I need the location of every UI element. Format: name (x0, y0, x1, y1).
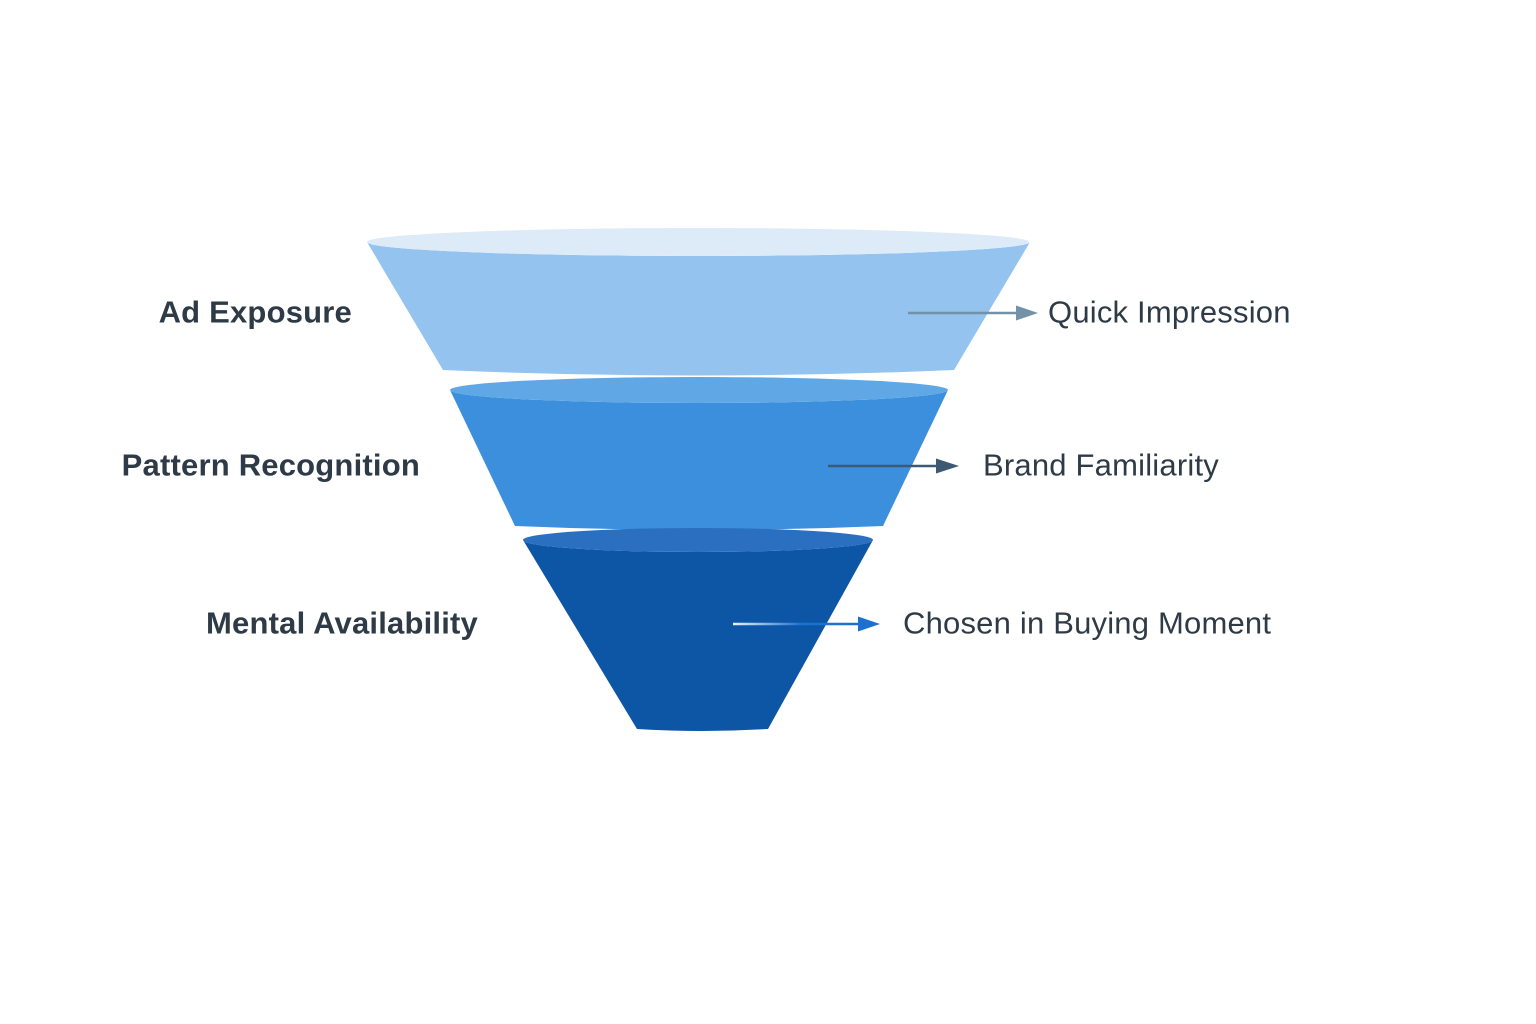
tier-3-arrow-head (858, 616, 880, 632)
tier-3-arrow-icon (733, 616, 880, 632)
tier-2-left-label: Pattern Recognition (121, 447, 420, 483)
tier-1-right-label: Quick Impression (1048, 294, 1291, 330)
tier-3-right-label: Chosen in Buying Moment (903, 605, 1272, 641)
funnel-tier-1-body (367, 242, 1030, 376)
tier-3-left-label: Mental Availability (206, 605, 478, 641)
tier-2-arrow-head (936, 458, 959, 474)
funnel-tier-3-body (523, 540, 873, 731)
funnel-tier-1-rim (367, 228, 1029, 256)
funnel-tier-3-rim (523, 528, 873, 552)
funnel-tier-2-rim (450, 377, 948, 403)
tier-2-right-label: Brand Familiarity (983, 447, 1219, 483)
funnel-tier-2 (450, 377, 948, 530)
tier-1-arrow-head (1016, 305, 1038, 321)
funnel-tier-3 (523, 528, 873, 731)
tier-1-left-label: Ad Exposure (158, 294, 352, 330)
funnel-tier-2-body (450, 390, 948, 530)
funnel-tier-1 (367, 228, 1030, 376)
tier-1-arrow-icon (908, 305, 1038, 321)
tier-2-arrow-icon (828, 458, 959, 474)
